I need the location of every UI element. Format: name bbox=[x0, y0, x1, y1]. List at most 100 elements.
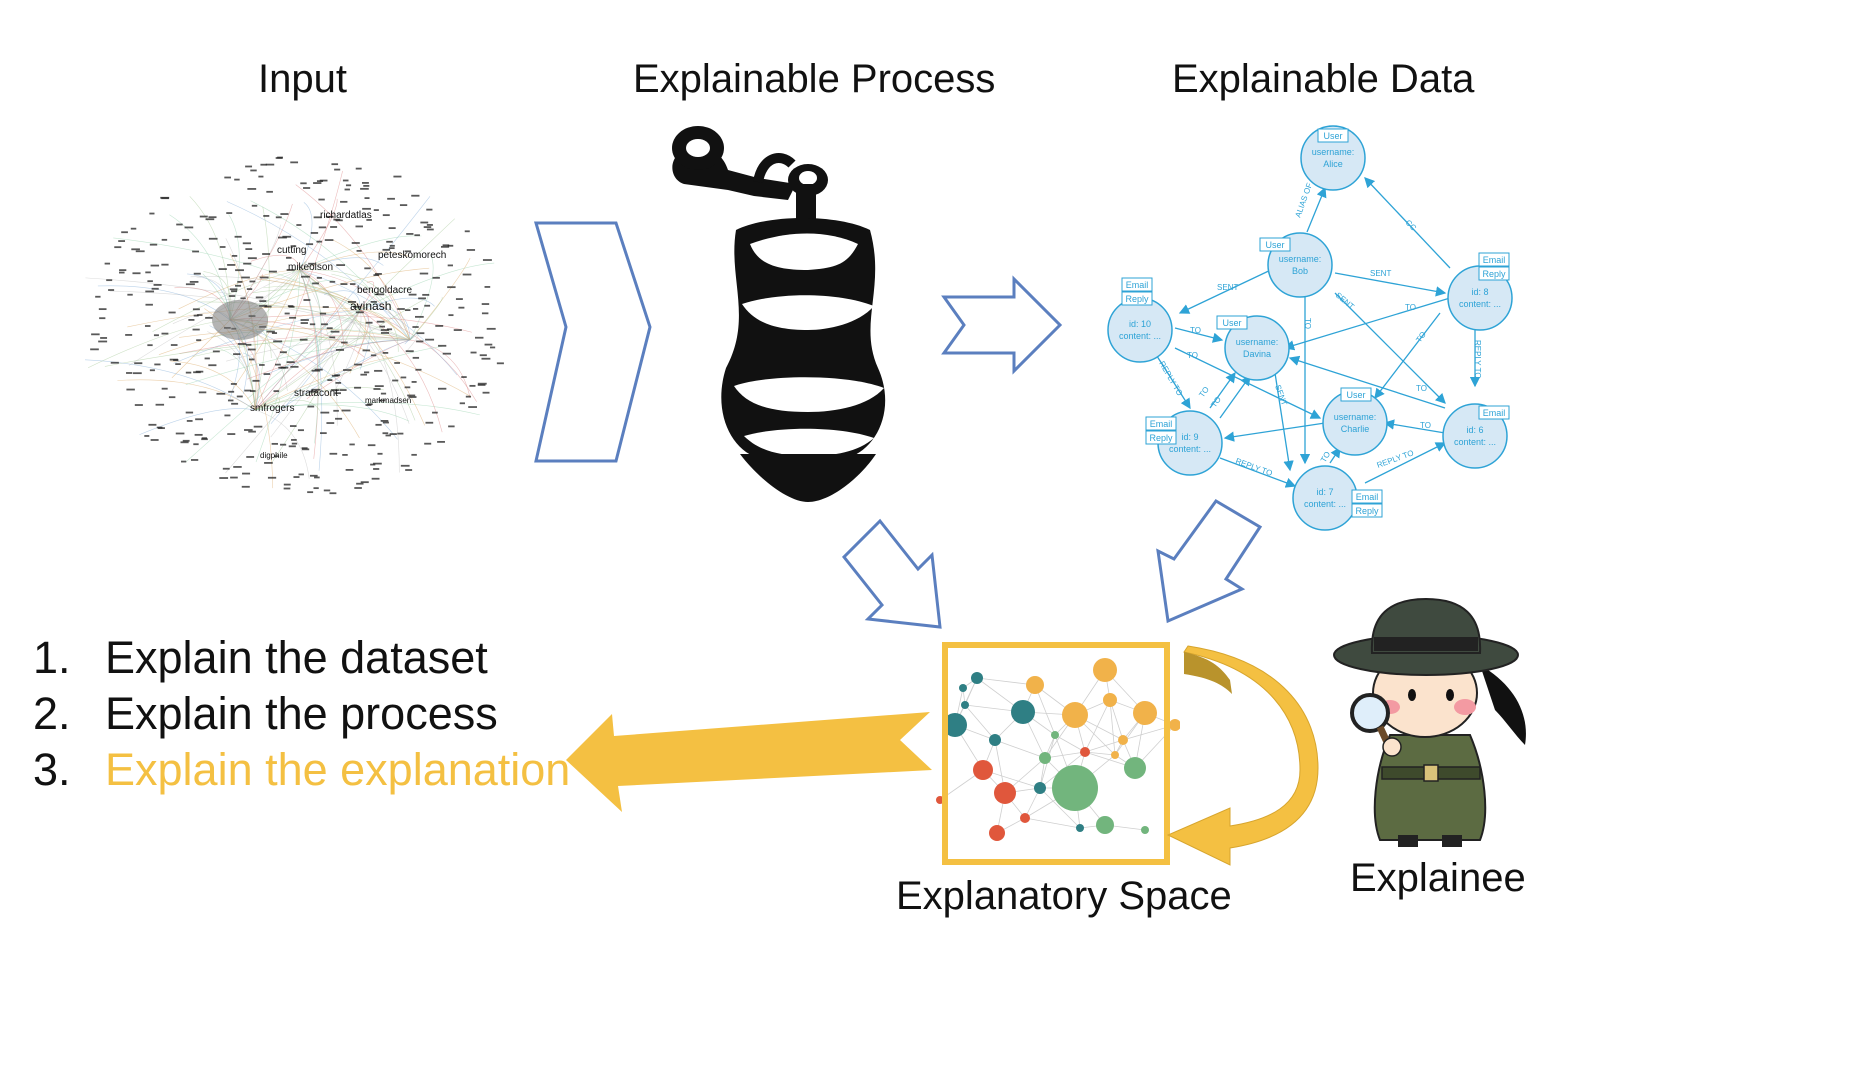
node-tag-label: User bbox=[1346, 390, 1365, 400]
node-text: username: bbox=[1236, 337, 1279, 347]
node-text: id: 9 bbox=[1181, 432, 1198, 442]
node-text: id: 7 bbox=[1316, 487, 1333, 497]
space-dot bbox=[1039, 752, 1051, 764]
edge-label: SENT bbox=[1217, 283, 1238, 292]
graph-label: avinash bbox=[350, 299, 391, 313]
edge-label: ALIAS OF bbox=[1293, 182, 1314, 219]
node-tag bbox=[1259, 237, 1291, 252]
step-number: 1. bbox=[33, 632, 71, 683]
node-text: content: ... bbox=[1119, 331, 1161, 341]
space-dot bbox=[1133, 701, 1157, 725]
space-dot bbox=[1026, 676, 1044, 694]
space-dot bbox=[1020, 813, 1030, 823]
edge-label: TO bbox=[1190, 326, 1201, 335]
edge-label: SENT bbox=[1334, 291, 1356, 312]
node-text: content: ... bbox=[1169, 444, 1211, 454]
space-dot bbox=[1052, 765, 1098, 811]
node-tag-label: Email bbox=[1483, 255, 1506, 265]
graph-label: markmadsen bbox=[365, 396, 411, 405]
space-dot bbox=[959, 684, 967, 692]
graph-label: mikeolson bbox=[288, 262, 333, 273]
space-dot bbox=[1034, 782, 1046, 794]
node-tag bbox=[1121, 291, 1153, 306]
edge-label: REPLY TO bbox=[1376, 448, 1415, 470]
explainee-caption: Explainee bbox=[1350, 856, 1526, 900]
node-tag-label: Reply bbox=[1482, 269, 1506, 279]
node-text: id: 8 bbox=[1471, 287, 1488, 297]
space-dot bbox=[1141, 826, 1149, 834]
edge-label: TO bbox=[1303, 318, 1312, 329]
space-dot bbox=[989, 825, 1005, 841]
node-text: username: bbox=[1334, 412, 1377, 422]
graph-label: peteskomorech bbox=[378, 250, 446, 261]
space-dot bbox=[1124, 757, 1146, 779]
edge-label: REPLY TO bbox=[1234, 456, 1273, 478]
node-tag bbox=[1478, 266, 1510, 281]
edge-label: SENT bbox=[1370, 269, 1391, 278]
list-item: 2. Explain the process bbox=[33, 686, 570, 742]
node-tag bbox=[1145, 430, 1177, 445]
data-node bbox=[1442, 403, 1508, 469]
graph-label: smfrogers bbox=[250, 403, 294, 414]
data-node bbox=[1224, 315, 1290, 381]
node-tag-label: User bbox=[1265, 240, 1284, 250]
curved-feedback-arrow-icon bbox=[1166, 645, 1319, 866]
node-tag bbox=[1145, 416, 1177, 431]
steps-list: 1. Explain the dataset 2. Explain the pr… bbox=[33, 630, 570, 798]
node-tag bbox=[1351, 489, 1383, 504]
data-node bbox=[1107, 297, 1173, 363]
explainable-data-graph: ALIAS OF CC SENT SENT SENT SENT TO TO TO… bbox=[1107, 125, 1513, 531]
space-dot bbox=[989, 734, 1001, 746]
node-tag bbox=[1216, 315, 1248, 330]
space-dot bbox=[1076, 824, 1084, 832]
right-arrow-icon bbox=[941, 275, 1063, 375]
down-right-arrow-icon bbox=[841, 518, 942, 629]
input-network-graph: richardatlas cutting mikeolson peteskomo… bbox=[84, 156, 504, 495]
space-dot bbox=[1169, 719, 1180, 731]
data-heading: Explainable Data bbox=[1172, 57, 1475, 101]
list-item: 1. Explain the dataset bbox=[33, 630, 570, 686]
space-dot bbox=[961, 701, 969, 709]
node-tag-label: Email bbox=[1356, 492, 1379, 502]
node-tag bbox=[1317, 128, 1349, 143]
node-text: Charlie bbox=[1341, 424, 1370, 434]
edge-label: TO bbox=[1420, 421, 1431, 430]
edge-label: TO bbox=[1187, 351, 1198, 360]
graph-label: cutting bbox=[277, 245, 306, 256]
graph-label: richardatlas bbox=[320, 210, 372, 221]
edge-label: TO bbox=[1405, 303, 1416, 312]
node-tag bbox=[1340, 387, 1372, 402]
node-tag-label: Email bbox=[1483, 408, 1506, 418]
graph-label: bengoldacre bbox=[357, 285, 412, 296]
left-arrow-icon bbox=[566, 712, 932, 812]
list-item: 3. Explain the explanation bbox=[33, 742, 570, 798]
step-number: 2. bbox=[33, 688, 71, 739]
step-text: Explain the process bbox=[105, 688, 498, 739]
node-text: content: ... bbox=[1304, 499, 1346, 509]
node-tag bbox=[1478, 252, 1510, 267]
graph-label: stratacont bbox=[294, 388, 338, 399]
space-dot bbox=[1118, 735, 1128, 745]
space-dot bbox=[994, 782, 1016, 804]
node-tag bbox=[1478, 405, 1510, 420]
node-tag-label: Email bbox=[1150, 419, 1173, 429]
edge-label: TO bbox=[1197, 385, 1211, 399]
explanatory-space-caption: Explanatory Space bbox=[896, 874, 1232, 918]
node-tag-label: Reply bbox=[1125, 294, 1149, 304]
detective-icon bbox=[1333, 597, 1526, 847]
node-text: id: 6 bbox=[1466, 425, 1483, 435]
node-tag-label: Email bbox=[1126, 280, 1149, 290]
node-tag-label: User bbox=[1222, 318, 1241, 328]
node-tag-label: Reply bbox=[1149, 433, 1173, 443]
node-tag-label: User bbox=[1323, 131, 1342, 141]
space-dot bbox=[1051, 731, 1059, 739]
node-text: username: bbox=[1279, 254, 1322, 264]
node-text: Alice bbox=[1323, 159, 1343, 169]
space-dot bbox=[973, 760, 993, 780]
step-text: Explain the explanation bbox=[105, 744, 571, 795]
explanatory-space-visual bbox=[936, 642, 1180, 865]
edge-label: REPLY TO bbox=[1157, 360, 1184, 398]
step-number: 3. bbox=[33, 744, 71, 795]
step-text: Explain the dataset bbox=[105, 632, 488, 683]
space-dot bbox=[1096, 816, 1114, 834]
